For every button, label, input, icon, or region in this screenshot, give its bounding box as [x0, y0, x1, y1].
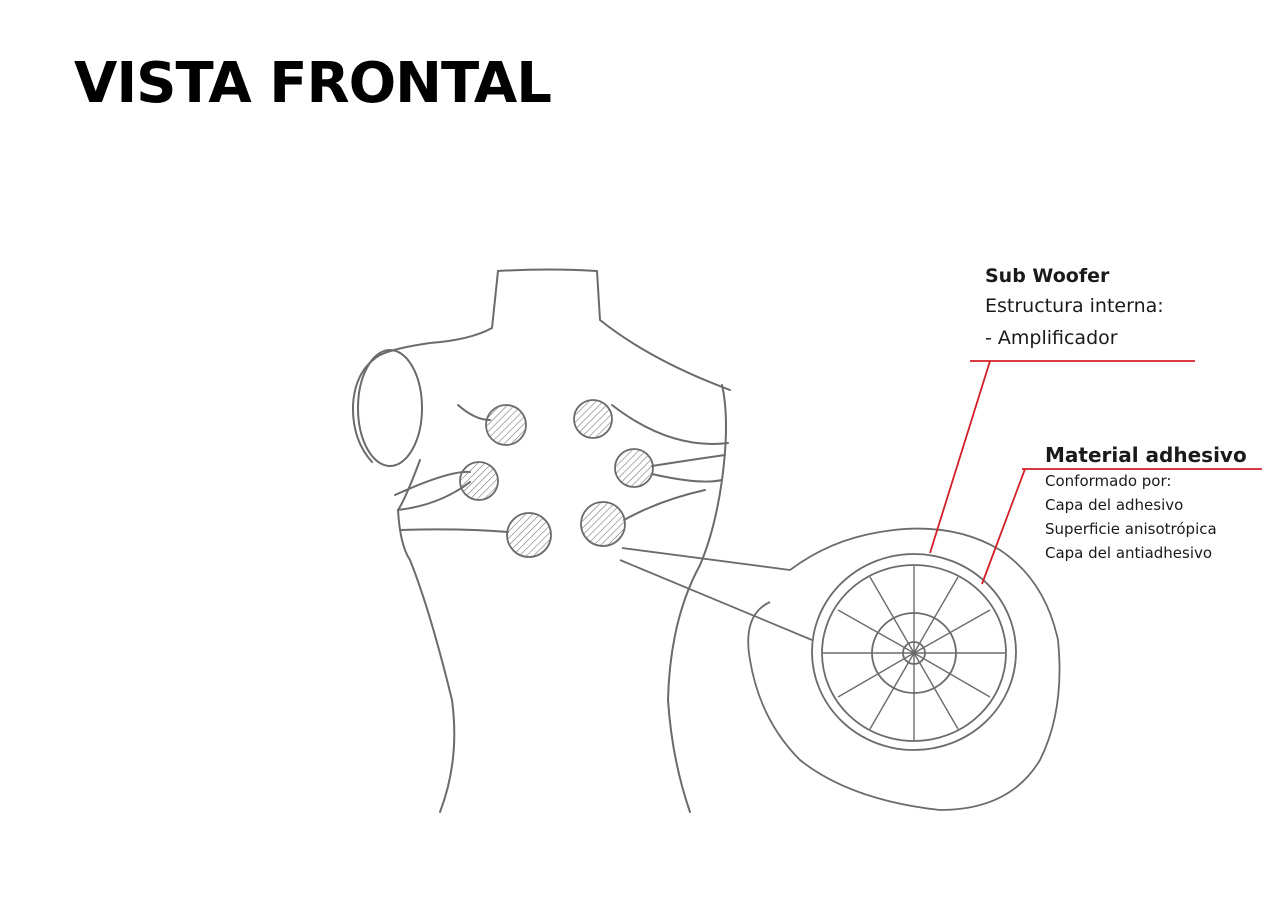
speaker-discs: [459, 399, 654, 558]
sub-woofer-line: - Amplificador: [985, 327, 1118, 349]
adhesive-leader: [981, 468, 1026, 585]
zoom-cone: [619, 527, 1061, 811]
speaker-outer-ring: [811, 553, 1017, 751]
neck-outline: [497, 268, 731, 391]
speaker-disc: [506, 512, 552, 558]
page-title: VISTA FRONTAL: [74, 51, 552, 116]
sub-woofer-callout: Sub Woofer Estructura interna: - Amplifi…: [985, 262, 1164, 354]
speaker-spokes: [823, 566, 1005, 740]
speaker-disc: [573, 399, 613, 439]
speaker-disc: [459, 461, 499, 501]
material-adhesivo-line: Capa del antiadhesivo: [1045, 544, 1213, 562]
shoulder-cap: [357, 349, 423, 467]
material-adhesivo-line: Capa del adhesivo: [1045, 496, 1184, 514]
sub-woofer-leader: [929, 360, 991, 554]
speaker-disc: [614, 448, 654, 488]
left-side-outline: [397, 459, 456, 813]
sub-woofer-heading: Sub Woofer: [985, 265, 1110, 287]
speaker-adhesive-ring: [821, 564, 1007, 742]
material-adhesivo-line: Conformado por:: [1045, 472, 1172, 490]
material-adhesivo-heading: Material adhesivo: [1045, 443, 1247, 467]
material-adhesivo-line: Superficie anisotrópica: [1045, 520, 1217, 538]
speaker-disc: [485, 404, 527, 446]
leader-lines: [929, 360, 1262, 585]
speaker-disc: [580, 501, 626, 547]
right-side-outline: [667, 384, 727, 813]
enlarged-speaker: [811, 553, 1017, 751]
material-adhesivo-callout: Material adhesivo Conformado por: Capa d…: [1045, 441, 1247, 565]
sub-woofer-line: Estructura interna:: [985, 295, 1164, 317]
